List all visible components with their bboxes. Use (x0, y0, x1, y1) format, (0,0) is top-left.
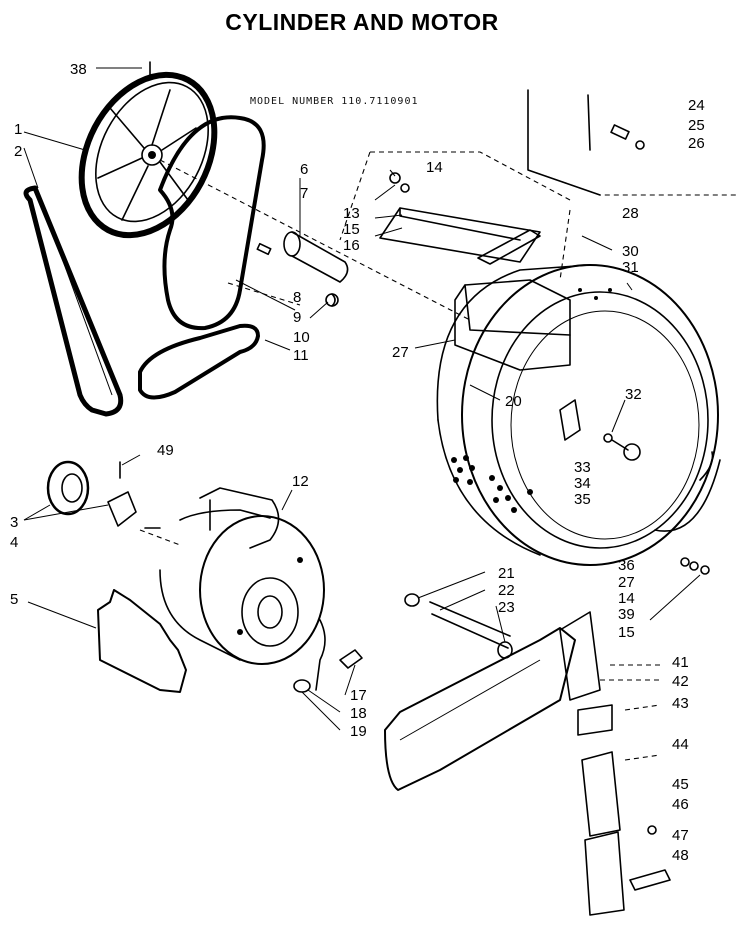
callout-43: 43 (672, 695, 689, 712)
callout-14-lower: 14 (618, 590, 635, 607)
callout-46: 46 (672, 796, 689, 813)
callout-33: 33 (574, 459, 591, 476)
callout-41: 41 (672, 654, 689, 671)
callout-7: 7 (300, 185, 308, 202)
blower-wheel-parts (46, 460, 161, 529)
heater-housing-duct (384, 627, 576, 791)
callout-17: 17 (350, 687, 367, 704)
callout-34: 34 (574, 475, 591, 492)
callout-27-lower: 27 (618, 574, 635, 591)
callout-11: 11 (293, 347, 309, 364)
drum-belt (23, 185, 124, 417)
callout-19: 19 (350, 723, 367, 740)
drive-motor (159, 487, 326, 691)
callout-28: 28 (622, 205, 639, 222)
drum-hardware-parts (680, 557, 710, 575)
callout-16: 16 (343, 237, 360, 254)
callout-32: 32 (625, 386, 642, 403)
callout-49: 49 (157, 442, 174, 459)
idler-belt-loop (158, 115, 266, 331)
callout-20: 20 (505, 393, 522, 410)
callout-14-top: 14 (426, 159, 443, 176)
motor-mount-plate (97, 589, 187, 693)
callout-36: 36 (618, 557, 635, 574)
callout-8: 8 (293, 289, 301, 306)
blower-belt (138, 323, 260, 400)
callout-18: 18 (350, 705, 367, 722)
drum-support-bracket (379, 172, 541, 265)
model-number-label: MODEL NUMBER 110.7110901 (250, 96, 419, 107)
callout-10: 10 (293, 329, 310, 346)
callout-3: 3 (10, 514, 18, 531)
inset-detail-box (527, 89, 645, 196)
callout-23: 23 (498, 599, 515, 616)
control-bracket-parts (559, 611, 671, 916)
callout-15-lower: 15 (618, 624, 635, 641)
diagram-title: CYLINDER AND MOTOR (225, 9, 499, 35)
callout-31: 31 (622, 259, 639, 276)
callout-4: 4 (10, 534, 18, 551)
callout-30: 30 (622, 243, 639, 260)
callout-6: 6 (300, 161, 308, 178)
callout-38: 38 (70, 61, 87, 78)
callout-26: 26 (688, 135, 705, 152)
part-callouts: 38 1 2 6 7 8 9 10 11 14 13 15 16 24 25 2… (10, 61, 705, 864)
callout-12: 12 (292, 473, 309, 490)
drive-pulley-wheel (78, 61, 218, 239)
callout-45: 45 (672, 776, 689, 793)
callout-leader-lines (23, 67, 701, 731)
callout-5: 5 (10, 591, 18, 608)
callout-24: 24 (688, 97, 705, 114)
callout-35: 35 (574, 491, 591, 508)
alignment-lines (139, 151, 736, 761)
callout-13: 13 (343, 205, 360, 222)
callout-27-top: 27 (392, 344, 409, 361)
callout-39: 39 (618, 606, 635, 623)
dryer-drum-cylinder (436, 264, 721, 566)
callout-9: 9 (293, 309, 301, 326)
callout-47: 47 (672, 827, 689, 844)
callout-1: 1 (14, 121, 22, 138)
callout-21: 21 (498, 565, 515, 582)
callout-15-top: 15 (343, 221, 360, 238)
callout-2: 2 (14, 143, 22, 160)
motor-switch-parts (293, 649, 363, 693)
callout-25: 25 (688, 117, 705, 134)
heater-element-parts (404, 593, 513, 659)
callout-44: 44 (672, 736, 689, 753)
idler-shaft-assembly (256, 231, 349, 307)
callout-42: 42 (672, 673, 689, 690)
callout-22: 22 (498, 582, 515, 599)
callout-48: 48 (672, 847, 689, 864)
